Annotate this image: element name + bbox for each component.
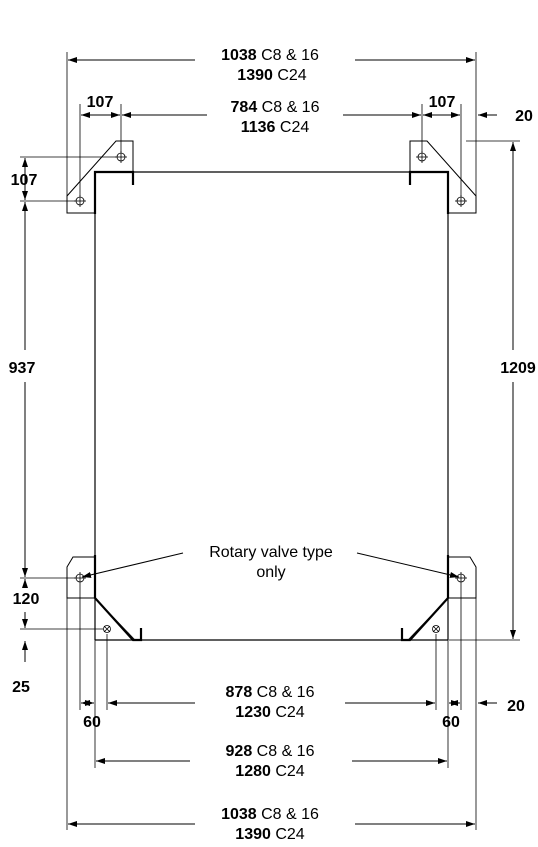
note-line-1: Rotary valve type [209, 544, 333, 561]
dimension-lines [22, 57, 516, 827]
dim-top-overall-alt: 1390 C24 [237, 67, 306, 84]
dim-value: 1280 [235, 763, 271, 780]
dim-bottom-offset-right: 20 [507, 698, 525, 715]
bolt-hole-icon [74, 195, 86, 207]
dim-left-height: 937 [9, 360, 36, 377]
dim-value: 784 [231, 99, 258, 116]
dim-top-overall: 1038 C8 & 16 [221, 47, 319, 64]
dim-bracket-width-left: 107 [87, 94, 114, 111]
dim-lower-inner: 878 C8 & 16 [226, 684, 315, 701]
bracket-bottom-left [66, 555, 143, 642]
dimension-labels: 1038 C8 & 16 1390 C24 107 107 20 784 C8 … [9, 47, 536, 843]
dim-value: 1230 [235, 704, 271, 721]
dim-bracket-width-right: 107 [429, 94, 456, 111]
dim-bottom-overall: 1038 C8 & 16 [221, 806, 319, 823]
anchor-bolt-icon [432, 625, 440, 633]
dim-value: 878 [226, 684, 253, 701]
dim-value: 1038 [221, 47, 257, 64]
dim-top-inner-alt: 1136 C24 [241, 119, 310, 136]
bolt-hole-icon [416, 151, 428, 163]
dim-bottom-overall-alt: 1390 C24 [235, 826, 304, 843]
dim-suffix: C24 [275, 119, 309, 136]
dim-suffix: C8 & 16 [257, 99, 319, 116]
dim-suffix: C8 & 16 [252, 743, 314, 760]
dim-lower-mid-alt: 1280 C24 [235, 763, 304, 780]
extension-lines [20, 52, 520, 830]
bracket-top-left [66, 140, 135, 214]
dim-right-height: 1209 [500, 360, 536, 377]
bracket-top-right [408, 140, 477, 214]
bolt-hole-icon [74, 572, 86, 584]
dim-lower-inner-alt: 1230 C24 [235, 704, 304, 721]
dim-top-inner: 784 C8 & 16 [231, 99, 320, 116]
dim-value: 1136 [241, 119, 276, 136]
bolt-hole-icon [455, 195, 467, 207]
dim-offset-top-right: 20 [515, 108, 533, 125]
bolt-hole-icon [115, 151, 127, 163]
dim-suffix: C8 & 16 [257, 47, 319, 64]
dim-value: 1390 [237, 67, 273, 84]
dim-suffix: C24 [271, 704, 305, 721]
dim-suffix: C8 & 16 [257, 806, 319, 823]
bolt-hole-icon [455, 572, 467, 584]
dim-side-right: 60 [442, 714, 460, 731]
dim-value: 1038 [221, 806, 257, 823]
dim-bottom-inset-left: 120 [13, 591, 40, 608]
bracket-bottom-right [400, 555, 477, 642]
note-line-2: only [256, 564, 285, 581]
dim-suffix: C24 [271, 763, 305, 780]
anchor-bolt-icon [103, 625, 111, 633]
dim-suffix: C8 & 16 [252, 684, 314, 701]
dim-value: 1390 [235, 826, 271, 843]
dim-bracket-height-left: 107 [11, 172, 38, 189]
dim-bottom-offset-left: 25 [12, 679, 30, 696]
dim-value: 928 [226, 743, 253, 760]
rotary-valve-note: Rotary valve type only [209, 544, 333, 581]
dim-lower-mid: 928 C8 & 16 [226, 743, 315, 760]
dim-suffix: C24 [271, 826, 305, 843]
dim-suffix: C24 [273, 67, 307, 84]
dim-side-left: 60 [83, 714, 101, 731]
